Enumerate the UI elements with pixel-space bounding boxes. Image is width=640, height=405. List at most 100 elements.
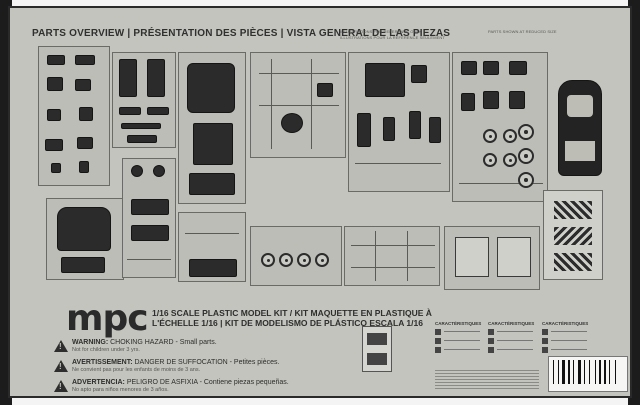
part — [509, 91, 525, 109]
part — [317, 83, 333, 97]
barcode-bar — [573, 360, 574, 384]
kit-title-line-1: 1/16 SCALE PLASTIC MODEL KIT / KIT MAQUE… — [152, 308, 432, 318]
barcode-bar — [568, 360, 570, 384]
wheel-part — [503, 153, 517, 167]
part — [147, 59, 165, 97]
part — [409, 111, 421, 139]
decal-sheet — [543, 190, 603, 280]
part — [51, 163, 61, 173]
part — [193, 123, 233, 165]
sprue-tree-clear-3 — [444, 226, 540, 290]
part — [47, 55, 65, 65]
box-back: PARTS OVERVIEW | PRÉSENTATION DES PIÈCES… — [8, 6, 632, 398]
part — [75, 55, 95, 65]
warning-spanish: ADVERTENCIA: PELIGRO DE ASFIXIA - Contie… — [72, 379, 289, 393]
characteristics-column-3: CARACTÉRISTIQUES — [542, 321, 588, 353]
sprue-tree-4 — [250, 52, 346, 158]
part — [127, 135, 157, 143]
part — [119, 59, 137, 97]
divider — [355, 163, 441, 164]
barcode-bar — [584, 360, 585, 384]
sprue-tree-small — [122, 158, 176, 278]
sprue-tree-5 — [348, 52, 450, 192]
flame-decal — [554, 227, 592, 245]
warning-label: WARNING: — [72, 339, 109, 346]
warning-icon — [54, 360, 68, 372]
warning-icon — [54, 340, 68, 352]
part — [483, 61, 499, 75]
characteristics-column-2: CARACTÉRISTIQUES — [488, 321, 534, 353]
part — [509, 61, 527, 75]
part — [131, 225, 169, 241]
warning-icon — [54, 380, 68, 392]
spoked-wheel — [518, 124, 534, 140]
warning-sub: No apto para niños menores de 3 años. — [72, 387, 169, 393]
barcode-bar — [609, 360, 610, 384]
part — [189, 173, 235, 195]
spoked-wheel — [518, 172, 534, 188]
spoked-wheel — [518, 148, 534, 164]
divider — [351, 245, 435, 246]
sprue-tree-body — [178, 52, 246, 204]
divider — [127, 259, 171, 260]
part — [79, 161, 89, 173]
part — [131, 165, 143, 177]
divider — [259, 105, 339, 106]
part — [383, 117, 395, 141]
sprue-tree-interior — [46, 198, 124, 280]
sprue-tree-1 — [38, 46, 110, 186]
part — [483, 91, 499, 109]
warning-english: WARNING: CHOKING HAZARD - Small parts. N… — [72, 339, 217, 353]
warning-label: AVERTISSEMENT: — [72, 359, 133, 366]
illustration-note-2: ILLUSTRATIONS POUR LA RÉFÉRENCE SEULEMEN… — [340, 35, 445, 40]
barcode — [548, 356, 628, 392]
part — [411, 65, 427, 83]
warning-label: ADVERTENCIA: — [72, 379, 125, 386]
part — [77, 137, 93, 149]
divider — [185, 233, 239, 234]
barcode-bar — [604, 360, 606, 384]
barcode-bar — [562, 360, 565, 384]
barcode-bar — [615, 360, 616, 384]
part — [75, 79, 91, 91]
car-body-shell — [558, 80, 602, 176]
warning-text: DANGER DE SUFFOCATION - Petites pièces. — [134, 359, 280, 366]
part — [461, 61, 477, 75]
recycle-icon — [367, 353, 387, 365]
sprue-tree-engine — [178, 212, 246, 282]
part — [121, 123, 161, 129]
characteristics-heading: CARACTÉRISTIQUES — [435, 321, 482, 326]
wheel-part — [279, 253, 293, 267]
brand-logo: mpc — [66, 298, 149, 339]
part — [79, 107, 93, 121]
characteristics-heading: CARACTÉRISTIQUES — [488, 321, 535, 326]
wheel-part — [261, 253, 275, 267]
characteristics-heading: CARACTÉRISTIQUES — [542, 321, 589, 326]
wheel-part — [483, 153, 497, 167]
wheel-part — [315, 253, 329, 267]
sprue-tree-wheels — [452, 52, 548, 202]
part — [365, 63, 405, 97]
part — [497, 237, 531, 277]
characteristics-column-1: CARACTÉRISTIQUES — [435, 321, 481, 353]
barcode-bar — [553, 360, 554, 384]
wheel-part — [297, 253, 311, 267]
part — [189, 259, 237, 277]
divider — [375, 231, 376, 281]
wheel-part — [483, 129, 497, 143]
parts-overview-heading: PARTS OVERVIEW | PRÉSENTATION DES PIÈCES… — [32, 28, 451, 39]
warning-sub: Ne convient pas pour les enfants de moin… — [72, 367, 201, 373]
warning-text: PELIGRO DE ASFIXIA - Contiene piezas peq… — [126, 379, 289, 386]
part — [429, 117, 441, 143]
divider — [459, 183, 543, 184]
warning-sub: Not for children under 3 yrs. — [72, 347, 140, 353]
barcode-bar — [589, 360, 590, 384]
warning-french: AVERTISSEMENT: DANGER DE SUFFOCATION - P… — [72, 359, 279, 373]
illustration-note-1: ILLUSTRATIONS FOR REFERENCE ONLY — [340, 29, 422, 34]
divider — [271, 59, 272, 149]
part — [461, 93, 475, 111]
legal-fine-print — [435, 370, 539, 396]
part — [47, 109, 61, 121]
part — [147, 107, 169, 115]
